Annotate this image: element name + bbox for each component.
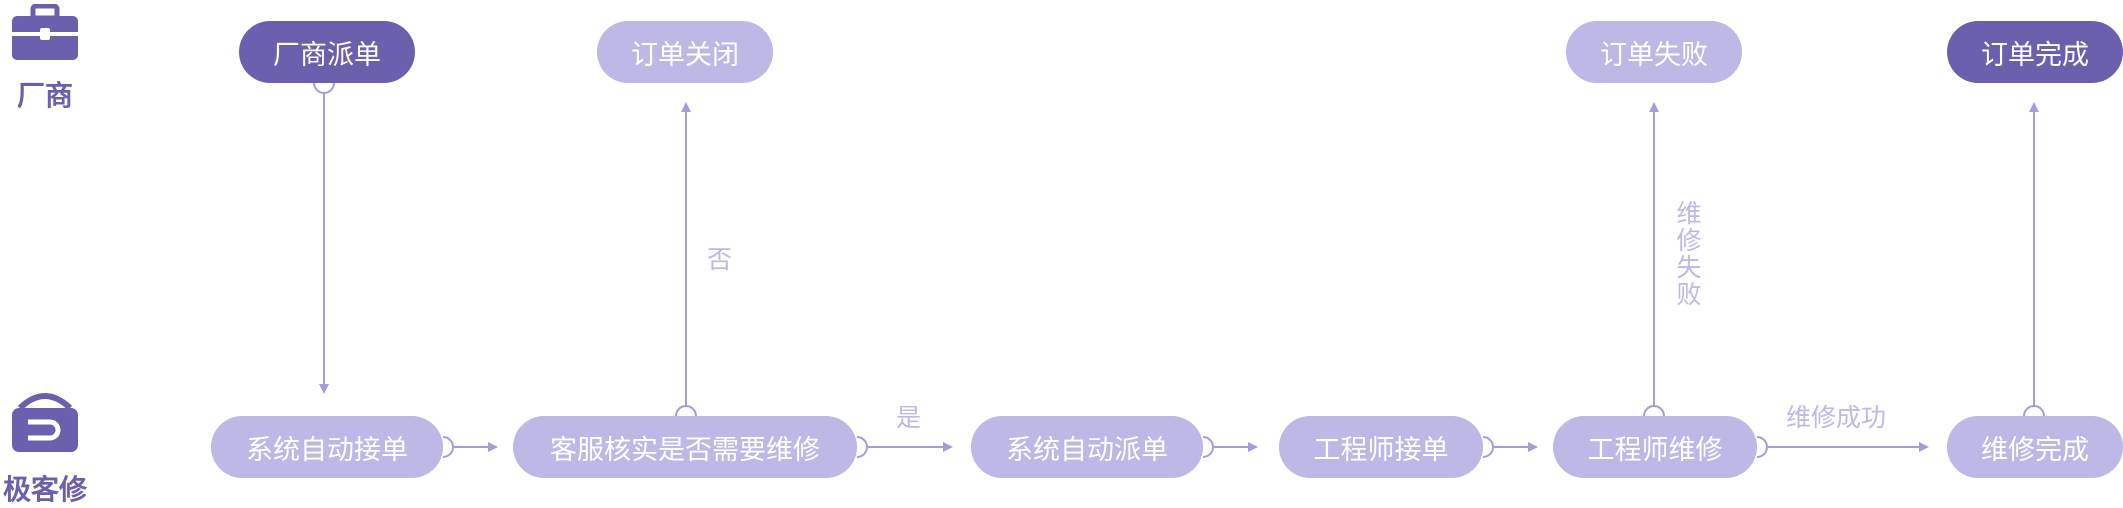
node-verify-repair[interactable]: 客服核实是否需要维修 — [513, 416, 857, 478]
node-engineer-repair[interactable]: 工程师维修 — [1553, 416, 1757, 478]
port-verify-top — [675, 405, 697, 417]
edge-label-no: 否 — [707, 245, 733, 274]
port-repair-right — [1756, 436, 1768, 458]
port-engaccept-right — [1482, 436, 1494, 458]
port-autodispatch-right — [1202, 436, 1214, 458]
company-lane-label: 极客修 — [2, 473, 87, 506]
node-order-complete[interactable]: 订单完成 — [1947, 21, 2123, 83]
brand-logo-icon — [12, 393, 78, 452]
node-order-failed[interactable]: 订单失败 — [1566, 21, 1742, 83]
node-vendor-dispatch[interactable]: 厂商派单 — [239, 21, 415, 83]
node-auto-accept[interactable]: 系统自动接单 — [211, 416, 443, 478]
node-engineer-accept[interactable]: 工程师接单 — [1279, 416, 1483, 478]
port-verify-right — [856, 436, 868, 458]
edge-label-repair-success: 维修成功 — [1786, 403, 1887, 432]
node-order-closed[interactable]: 订单关闭 — [597, 21, 773, 83]
port-dispatch-bottom — [313, 82, 335, 94]
briefcase-icon — [12, 4, 78, 60]
port-complete-top — [2023, 405, 2045, 417]
node-repair-complete[interactable]: 维修完成 — [1947, 416, 2123, 478]
port-repair-top — [1643, 405, 1665, 417]
vendor-lane-label: 厂商 — [16, 79, 73, 112]
node-auto-dispatch[interactable]: 系统自动派单 — [971, 416, 1203, 478]
edge-label-repair-failed: 维修失败 — [1676, 199, 1702, 309]
edge-label-yes: 是 — [896, 403, 922, 432]
port-accept-right — [442, 436, 454, 458]
